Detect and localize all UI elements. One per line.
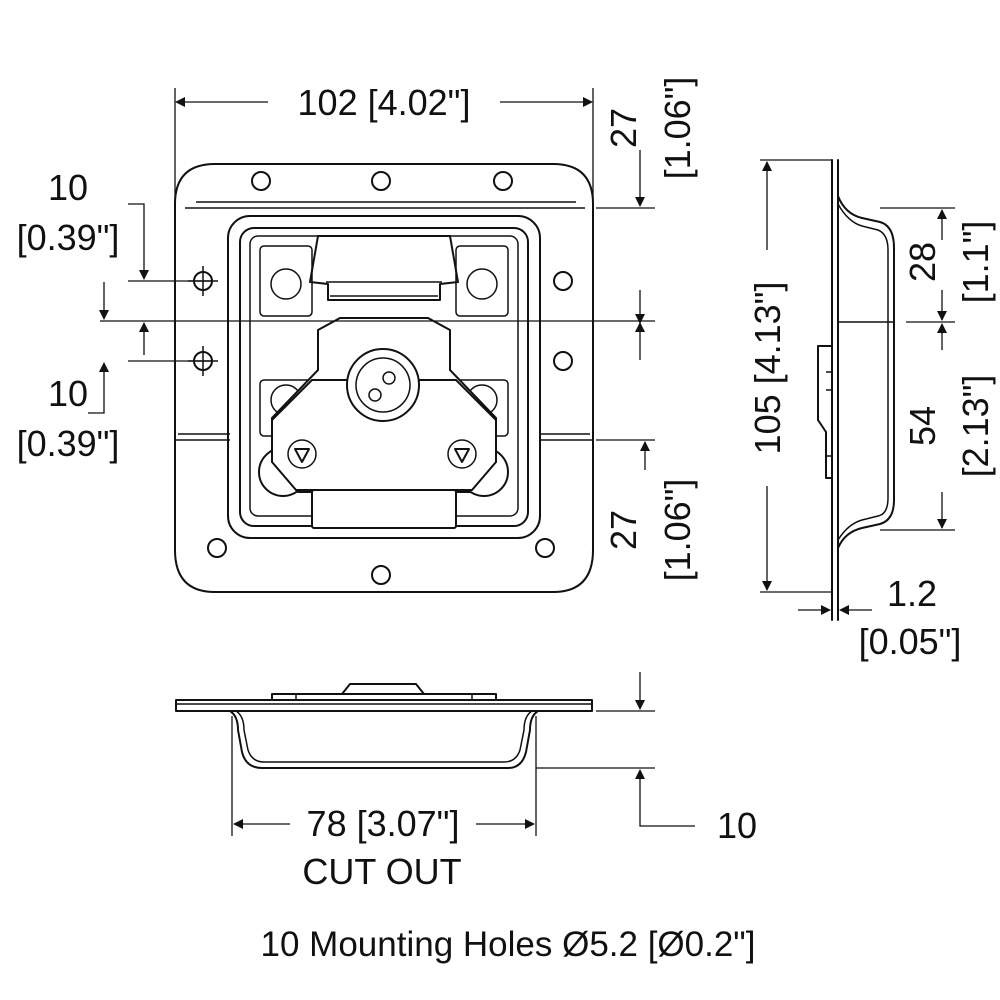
bottom-dish (229, 710, 539, 769)
screw-left-mark (294, 448, 310, 463)
upper-in: [1.1"] (955, 221, 996, 304)
tab-hole-upper-left (270, 268, 302, 300)
bottom-latch-top (271, 693, 497, 701)
side-latch-profile (817, 345, 833, 479)
mounting-hole (371, 171, 391, 191)
bottom-dish-inner (235, 710, 533, 763)
bottom-flange-plate (175, 699, 593, 712)
flange-mm: 1.2 (887, 573, 937, 614)
mounting-hole (553, 271, 573, 291)
left-upper-leader (128, 203, 149, 280)
left-upper-mm: 10 (48, 167, 88, 208)
left-lower-mm: 10 (48, 373, 88, 414)
flange-outline (174, 163, 594, 593)
flange-in: [0.05"] (859, 621, 962, 662)
cutout-label: 78 [3.07"] (307, 803, 460, 844)
bottom-offset-mm: 27 (603, 510, 644, 550)
screw-right-mark (454, 448, 470, 463)
cutout-caption: CUT OUT (302, 851, 461, 892)
height-label: 105 [4.13"] (747, 282, 788, 455)
lower-mm: 54 (902, 406, 943, 446)
upper-mm: 28 (902, 242, 943, 282)
bottom-offset-in: [1.06"] (657, 479, 698, 582)
bottom-latch-line (295, 694, 473, 700)
screw-left (287, 439, 317, 469)
lock-pin-2 (368, 388, 382, 402)
mounting-hole (371, 565, 391, 585)
mounting-hole (535, 538, 555, 558)
latch-bottom-bar (311, 489, 457, 529)
side-view: 105 [4.13"] 28 [1.1"] 54 [2.13"] 1.2 [0.… (747, 159, 996, 662)
lock-pin-1 (382, 371, 396, 385)
mounting-hole (207, 538, 227, 558)
depth-label: 10 (717, 805, 757, 846)
mounting-hole (251, 171, 271, 191)
lower-in: [2.13"] (955, 375, 996, 478)
side-dish-profile (837, 195, 895, 549)
hinge-bracket (309, 235, 459, 301)
front-view: 102 [4.02"] 27 [1.06"] 27 [1.06"] 10 [0.… (17, 77, 698, 593)
left-lower-in: [0.39"] (17, 423, 120, 464)
mounting-hole (553, 351, 573, 371)
bottom-knob (341, 683, 425, 695)
side-flange-plate (831, 159, 839, 621)
tab-upper-right (455, 245, 509, 317)
mounting-holes-note: 10 Mounting Holes Ø5.2 [Ø0.2"] (261, 925, 756, 964)
top-offset-in: [1.06"] (657, 77, 698, 180)
lock-cylinder-inner (355, 357, 411, 413)
bottom-view: 78 [3.07"] CUT OUT 10 (175, 672, 757, 892)
tab-upper-left (259, 245, 313, 317)
left-lower-leader (88, 362, 109, 414)
dish-outer (227, 215, 541, 539)
side-dish-inner (837, 203, 889, 541)
side-latch-detail (826, 371, 832, 457)
mounting-hole (493, 171, 513, 191)
depth-leader (635, 769, 695, 827)
tab-hole-upper-right (466, 268, 498, 300)
width-label: 102 [4.02"] (298, 82, 471, 123)
screw-right (447, 439, 477, 469)
top-offset-mm: 27 (603, 108, 644, 148)
left-upper-in: [0.39"] (17, 217, 120, 258)
lock-cylinder-outer (346, 348, 420, 422)
